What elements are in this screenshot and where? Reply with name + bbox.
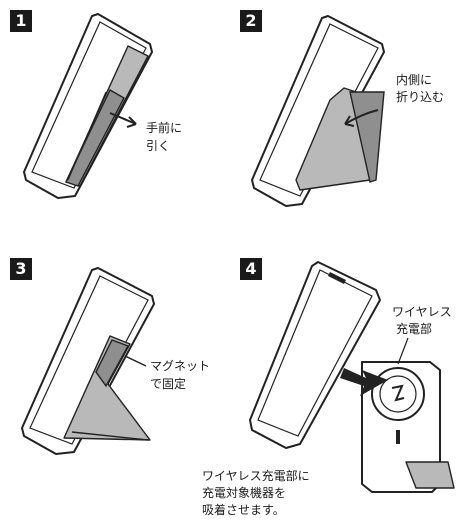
step-number-4: 4 [240, 258, 262, 280]
step4-bottom-label-line2: 充電対象機器を [202, 486, 287, 500]
step-number-2: 2 [240, 10, 262, 32]
step2-label-line2: 折り込む [396, 90, 445, 104]
step3-label-line1: マグネット [150, 359, 211, 373]
step4-pointer [397, 337, 409, 365]
step4-top-label-line2: 充電部 [396, 322, 433, 336]
step1-arrow [109, 112, 137, 128]
step4-phone [249, 261, 381, 449]
step1-label-line1: 手前に [146, 121, 183, 135]
step2-device [251, 15, 385, 207]
step-number-3: 3 [10, 258, 32, 280]
step3-label-line2: で固定 [150, 377, 187, 391]
step4-top-label-line1: ワイヤレス [392, 305, 452, 319]
step4-bottom-label-line3: 吸着させます。 [202, 503, 285, 517]
step3-device [21, 267, 155, 455]
step1-label-line2: 引く [146, 139, 171, 153]
step-number-1: 1 [10, 10, 32, 32]
step4-arrow [340, 368, 388, 396]
step3-pointer [124, 355, 147, 367]
step1-device [23, 13, 153, 199]
step2-label-line1: 内側に [396, 73, 433, 87]
step4-bottom-label-line1: ワイヤレス充電部に [202, 469, 310, 483]
step4-charger [361, 361, 455, 493]
